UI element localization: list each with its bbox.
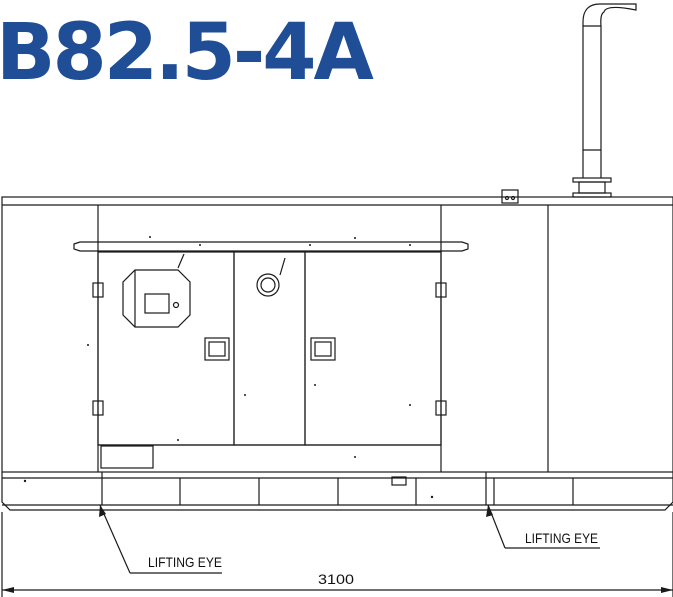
- exhaust-stack: [572, 3, 637, 198]
- dimension-line: [1, 512, 673, 597]
- roof-rail: [73, 241, 469, 252]
- base-frame: [1, 472, 673, 511]
- lifting-eye-leaders: [99, 504, 600, 574]
- doors: [97, 251, 442, 446]
- access-panel: [100, 445, 154, 469]
- lifting-eye-label-left: LIFTING EYE: [148, 554, 222, 570]
- emergency-stop: [256, 257, 286, 297]
- canopy: [1, 189, 673, 473]
- door-handles: [204, 337, 336, 361]
- model-title: B82.5-4A: [0, 8, 374, 98]
- control-panel: [122, 253, 191, 328]
- dimension-length-label: 3100: [318, 571, 354, 587]
- lifting-eye-label-right: LIFTING EYE: [525, 530, 598, 546]
- hinges: [92, 282, 447, 416]
